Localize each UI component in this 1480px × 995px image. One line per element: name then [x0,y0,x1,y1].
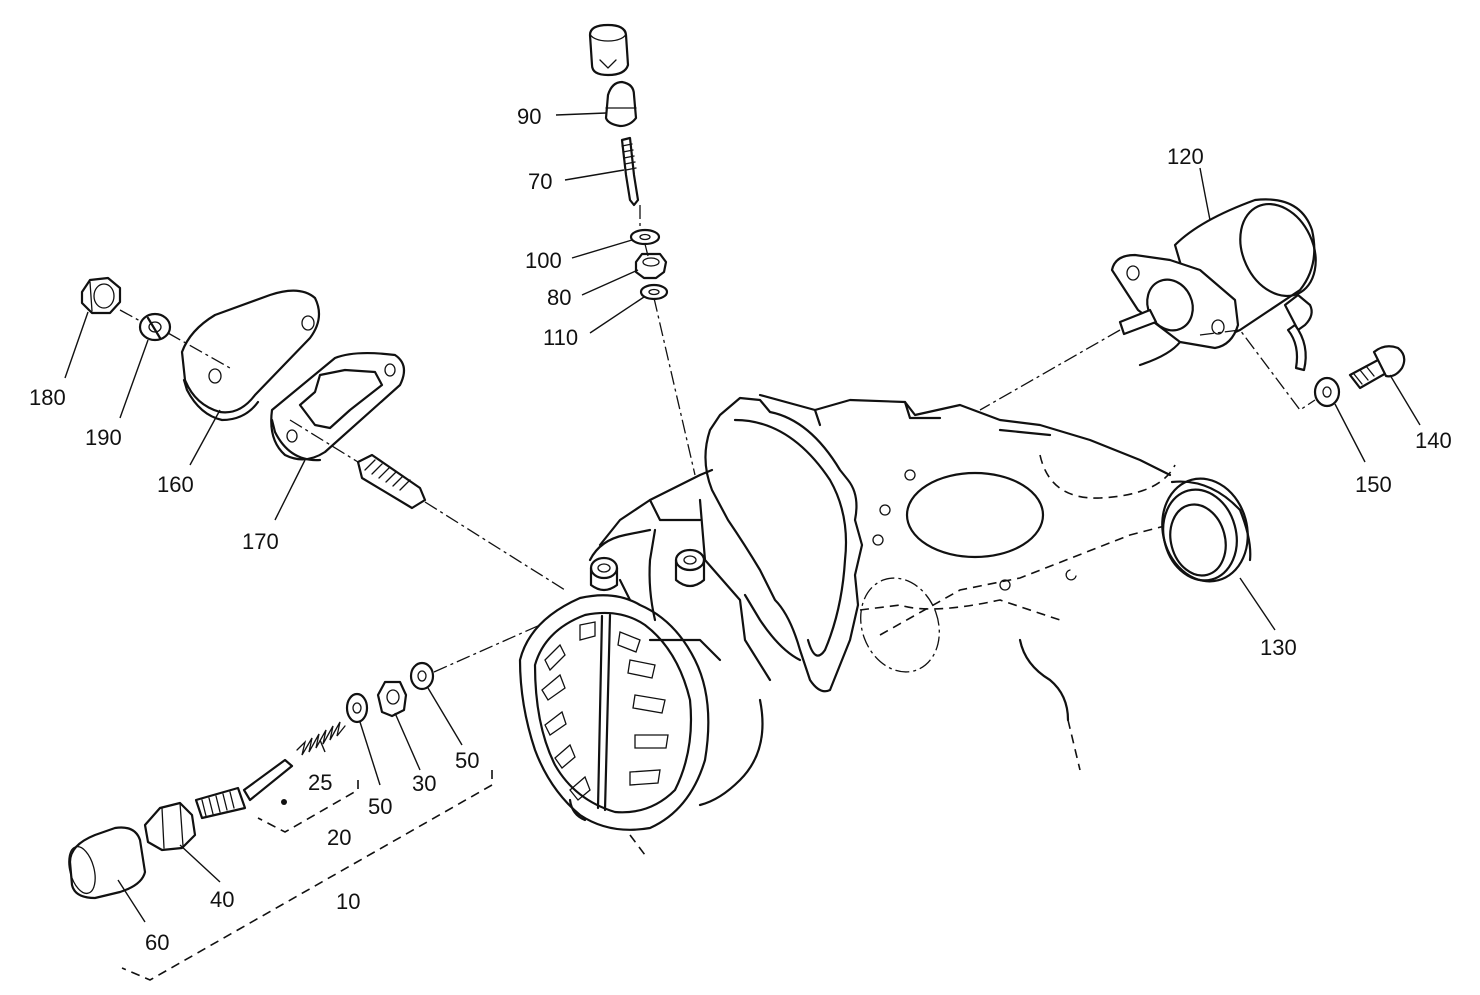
bolt-140 [1348,345,1406,390]
spring-25 [296,721,346,756]
washer-150 [1313,376,1341,408]
washer-190 [138,312,172,342]
label-70: 70 [528,169,552,194]
cap-60 [68,826,147,900]
washer-50b [409,661,435,691]
label-100: 100 [525,248,562,273]
gasket-170 [270,351,406,462]
label-25: 25 [308,770,332,795]
nut-80 [634,252,668,280]
fitting-90 [604,80,638,128]
label-140: 140 [1415,428,1452,453]
washer-110 [639,283,669,301]
pin-70 [620,136,640,207]
label-190: 190 [85,425,122,450]
oil-seal-130 [1161,477,1252,583]
stud-bolt [356,453,427,510]
solenoid-120 [1110,198,1317,372]
cap-top [588,23,630,77]
part-labels: 90 70 100 80 110 120 140 150 130 180 190… [29,104,1452,955]
label-120: 120 [1167,144,1204,169]
washer-50a [345,692,369,724]
cover-plate-160 [180,289,321,422]
gear-case-housing [518,393,1181,856]
label-130: 130 [1260,635,1297,660]
label-50b: 50 [455,748,479,773]
label-40: 40 [210,887,234,912]
label-150: 150 [1355,472,1392,497]
label-170: 170 [242,529,279,554]
group-brackets [121,770,493,981]
leader-lines [64,112,1421,923]
label-110: 110 [543,325,578,350]
label-20: 20 [327,825,351,850]
label-50a: 50 [368,794,392,819]
nut-180 [80,276,122,315]
nut-30 [376,680,408,718]
nut-40 [143,801,197,852]
adjust-screw [194,758,294,820]
label-60: 60 [145,930,169,955]
washer-100 [629,228,661,246]
label-30: 30 [412,771,436,796]
centerlines [119,205,1316,673]
label-180: 180 [29,385,66,410]
label-160: 160 [157,472,194,497]
label-10: 10 [336,889,360,914]
label-90: 90 [517,104,541,129]
label-80: 80 [547,285,571,310]
